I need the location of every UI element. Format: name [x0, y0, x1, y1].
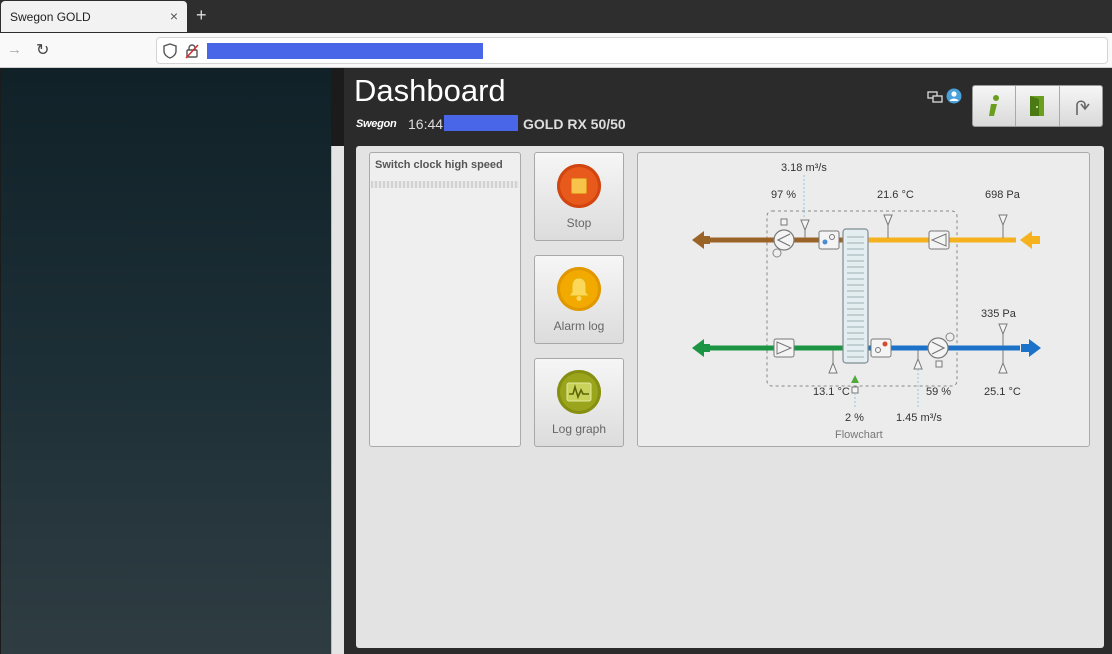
panel-divider — [371, 181, 519, 188]
extract-arrow-icon — [1020, 231, 1040, 249]
heat-exchanger — [842, 228, 869, 364]
supply-temp-value: 25.1 °C — [984, 386, 1021, 398]
exhaust-fan-speed-value: 97 % — [771, 189, 797, 201]
alarm-log-label: Alarm log — [553, 319, 605, 333]
back-button[interactable] — [1060, 86, 1102, 126]
switch-clock-title: Switch clock high speed — [375, 159, 503, 171]
supply-arrow-icon — [1021, 339, 1041, 357]
supply-pressure-value: 335 Pa — [981, 308, 1016, 320]
stop-button[interactable]: Stop — [534, 152, 624, 241]
stop-icon — [557, 164, 601, 208]
page-title: Dashboard — [354, 73, 506, 108]
tab-close-icon[interactable]: × — [169, 8, 178, 24]
insecure-lock-icon — [185, 44, 199, 59]
extract-temp-value: 21.6 °C — [877, 189, 914, 201]
clock-time: 16:44 — [408, 116, 444, 132]
info-button[interactable] — [973, 86, 1017, 126]
tab-title: Swegon GOLD — [10, 10, 91, 24]
extract-sensor-box-icon — [818, 230, 840, 250]
browser-tab[interactable]: Swegon GOLD × — [1, 1, 187, 32]
user-icon[interactable] — [946, 88, 962, 104]
app-area: Dashboard Swegon 16:44 GOLD RX 50/50 — [0, 68, 1112, 654]
outdoor-temp-value: 13.1 °C — [813, 386, 850, 398]
supply-sensor-box-icon — [870, 338, 892, 358]
screens-icon[interactable] — [927, 90, 943, 104]
back-arrow-icon[interactable]: → — [7, 41, 22, 58]
reload-icon[interactable]: ↻ — [36, 42, 50, 59]
info-icon — [989, 95, 1000, 116]
back-arrow-icon — [1076, 100, 1090, 115]
unit-model: GOLD RX 50/50 — [523, 116, 626, 132]
outdoor-filter-icon — [773, 338, 795, 358]
exhaust-arrow-icon — [692, 231, 710, 249]
supply-airflow-value: 1.45 m³/s — [896, 412, 942, 424]
door-icon — [1030, 96, 1045, 116]
exhaust-airflow-value: 3.18 m³/s — [781, 162, 827, 174]
bell-icon — [557, 267, 601, 311]
exchanger-sensor-icon — [851, 375, 859, 383]
browser-tab-bar: Swegon GOLD × + — [0, 0, 1112, 33]
header-toolbar — [972, 85, 1103, 127]
extract-pressure-value: 698 Pa — [985, 189, 1020, 201]
left-panel — [1, 68, 331, 654]
url-redacted — [207, 43, 483, 59]
unit-housing-outline — [766, 210, 958, 387]
new-tab-icon[interactable]: + — [196, 5, 207, 25]
flowchart-diagram — [692, 175, 1041, 407]
unit-name-redacted — [444, 115, 518, 131]
url-bar[interactable] — [156, 37, 1108, 64]
switch-clock-panel[interactable]: Switch clock high speed — [369, 152, 521, 447]
heat-exchanger-value: 2 % — [845, 412, 864, 424]
alarm-log-button[interactable]: Alarm log — [534, 255, 624, 344]
supply-fan-speed-value: 59 % — [926, 386, 952, 398]
scrollbar[interactable] — [331, 146, 344, 654]
flowchart-caption: Flowchart — [835, 429, 883, 441]
log-graph-label: Log graph — [551, 422, 607, 436]
flowchart-panel[interactable]: 3.18 m³/s 97 % 21.6 °C 698 Pa 335 Pa 13.… — [637, 152, 1090, 447]
browser-nav-bar: → ↻ — [0, 33, 1112, 68]
graph-icon — [557, 370, 601, 414]
brand-logo: Swegon — [356, 118, 397, 130]
outdoor-arrow-icon — [692, 339, 710, 357]
stop-label: Stop — [566, 216, 592, 230]
extract-filter-icon — [928, 230, 950, 250]
log-graph-button[interactable]: Log graph — [534, 358, 624, 447]
logout-button[interactable] — [1016, 86, 1060, 126]
shield-icon — [163, 43, 177, 59]
